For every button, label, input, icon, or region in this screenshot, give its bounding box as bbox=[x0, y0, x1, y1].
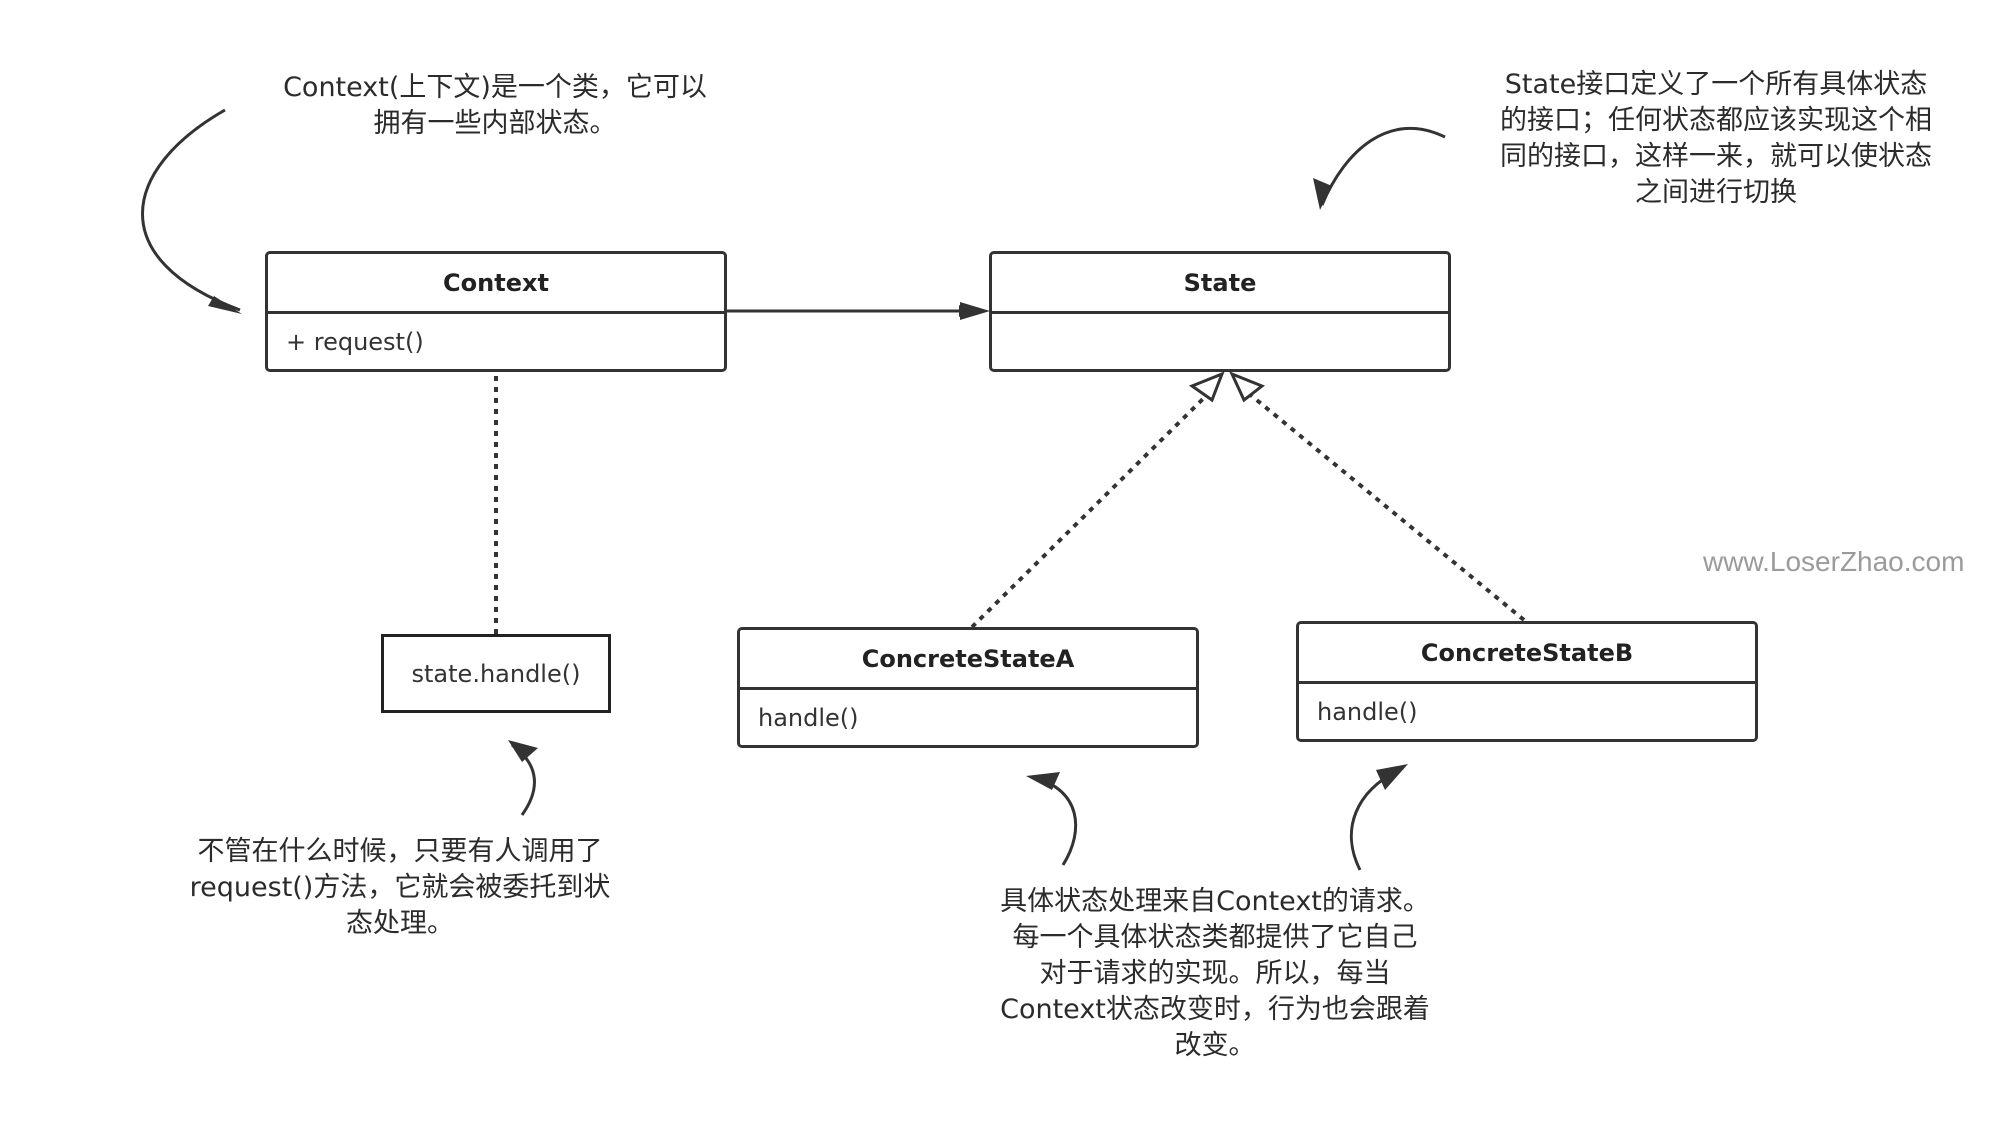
realization-b-arrowhead bbox=[1229, 371, 1265, 403]
class-state: State bbox=[989, 251, 1451, 372]
handle-annotation: 不管在什么时候，只要有人调用了 request()方法，它就会被委托到状 态处理… bbox=[189, 836, 611, 939]
context-annotation: Context(上下文)是一个类，它可以 拥有一些内部状态。 bbox=[283, 72, 707, 139]
context-note-arrow bbox=[141, 108, 241, 312]
concrete-annotation: 具体状态处理来自Context的请求。 每一个具体状态类都提供了它自己 对于请求… bbox=[1000, 886, 1430, 1061]
realization-a-arrowhead bbox=[1188, 371, 1225, 403]
handle-note-box: state.handle() bbox=[381, 634, 611, 713]
class-state-method bbox=[992, 314, 1448, 369]
class-concrete-state-a-method: handle() bbox=[758, 703, 859, 732]
class-context: Context + request() bbox=[265, 251, 727, 372]
state-note-arrow bbox=[1320, 126, 1446, 206]
concrete-b-note-arrowhead bbox=[1376, 764, 1408, 790]
realization-a-line bbox=[970, 390, 1212, 629]
watermark: www.LoserZhao.com bbox=[1703, 546, 1965, 577]
realization-b-line bbox=[1245, 390, 1526, 622]
class-context-method: + request() bbox=[286, 327, 424, 356]
class-concrete-state-b-name: ConcreteStateB bbox=[1299, 624, 1755, 684]
context-note-arrowhead bbox=[208, 296, 242, 314]
concrete-b-note-arrow bbox=[1350, 766, 1404, 871]
concrete-a-note-arrow bbox=[1034, 776, 1078, 866]
state-note-arrowhead bbox=[1313, 178, 1332, 210]
class-state-name: State bbox=[992, 254, 1448, 314]
handle-note-arrowhead bbox=[508, 740, 538, 762]
concrete-a-note-arrowhead bbox=[1026, 772, 1060, 790]
class-concrete-state-b: ConcreteStateB handle() bbox=[1296, 621, 1758, 742]
class-concrete-state-a: ConcreteStateA handle() bbox=[737, 627, 1199, 748]
association-arrowhead bbox=[960, 302, 990, 320]
class-concrete-state-b-method: handle() bbox=[1317, 697, 1418, 726]
class-context-name: Context bbox=[268, 254, 724, 314]
state-annotation: State接口定义了一个所有具体状态 的接口；任何状态都应该实现这个相 同的接口… bbox=[1500, 69, 1932, 208]
class-concrete-state-a-name: ConcreteStateA bbox=[740, 630, 1196, 690]
